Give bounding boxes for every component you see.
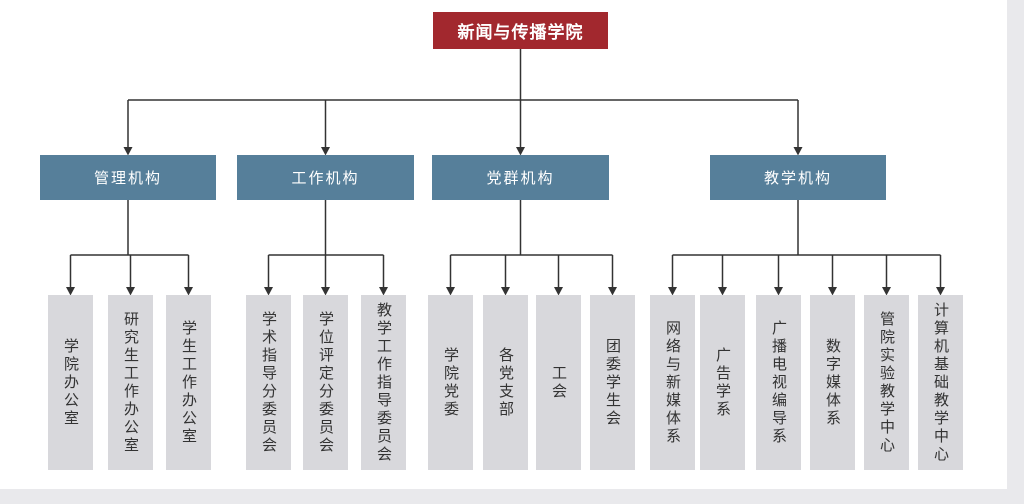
- org-node-group-teaching: 教学机构: [710, 155, 886, 200]
- org-node-leaf: 网络与新媒体系: [650, 295, 695, 470]
- org-node-group-label: 工作机构: [291, 169, 360, 187]
- org-node-leaf-label: 各党支部: [497, 346, 515, 419]
- org-node-leaf: 学术指导分委员会: [246, 295, 291, 470]
- org-node-leaf-label: 网络与新媒体系: [664, 319, 682, 446]
- org-node-leaf-label: 广播电视编导系: [770, 319, 788, 446]
- org-node-leaf-label: 工会: [550, 364, 568, 401]
- org-node-leaf-label: 研究生工作办公室: [122, 310, 140, 455]
- org-node-leaf: 学生工作办公室: [166, 295, 211, 470]
- org-node-leaf-label: 数字媒体系: [824, 337, 842, 428]
- org-node-group-label: 教学机构: [763, 169, 832, 187]
- org-node-leaf: 教学工作指导委员会: [361, 295, 406, 470]
- org-node-leaf: 工会: [536, 295, 581, 470]
- org-node-leaf: 广播电视编导系: [756, 295, 801, 470]
- org-node-leaf: 数字媒体系: [810, 295, 855, 470]
- org-node-leaf-label: 学院办公室: [62, 337, 80, 428]
- org-node-group-label: 党群机构: [486, 169, 555, 187]
- org-node-leaf: 研究生工作办公室: [108, 295, 153, 470]
- org-node-group-work: 工作机构: [237, 155, 414, 200]
- org-node-leaf: 广告学系: [700, 295, 745, 470]
- org-chart-canvas: 新闻与传播学院 管理机构 工作机构 党群机构 教学机构 学院办公室 研究生工作办…: [0, 0, 1007, 489]
- org-node-root: 新闻与传播学院: [433, 12, 608, 49]
- org-node-leaf-label: 学位评定分委员会: [317, 310, 335, 455]
- org-node-leaf-label: 教学工作指导委员会: [375, 301, 393, 464]
- org-node-leaf-label: 团委学生会: [604, 337, 622, 428]
- org-node-leaf: 管院实验教学中心: [864, 295, 909, 470]
- org-node-leaf: 各党支部: [483, 295, 528, 470]
- org-node-leaf: 团委学生会: [590, 295, 635, 470]
- org-node-leaf: 学位评定分委员会: [303, 295, 348, 470]
- org-node-leaf: 计算机基础教学中心: [918, 295, 963, 470]
- org-node-leaf-label: 计算机基础教学中心: [932, 301, 950, 464]
- org-node-leaf-label: 学院党委: [442, 346, 460, 419]
- org-node-root-label: 新闻与传播学院: [457, 23, 584, 43]
- org-node-leaf: 学院办公室: [48, 295, 93, 470]
- org-node-group-party: 党群机构: [432, 155, 609, 200]
- org-node-leaf: 学院党委: [428, 295, 473, 470]
- org-node-group-management: 管理机构: [40, 155, 216, 200]
- org-node-leaf-label: 管院实验教学中心: [878, 310, 896, 455]
- org-node-leaf-label: 学生工作办公室: [180, 319, 198, 446]
- org-node-leaf-label: 学术指导分委员会: [260, 310, 278, 455]
- org-node-group-label: 管理机构: [93, 169, 162, 187]
- org-node-leaf-label: 广告学系: [714, 346, 732, 419]
